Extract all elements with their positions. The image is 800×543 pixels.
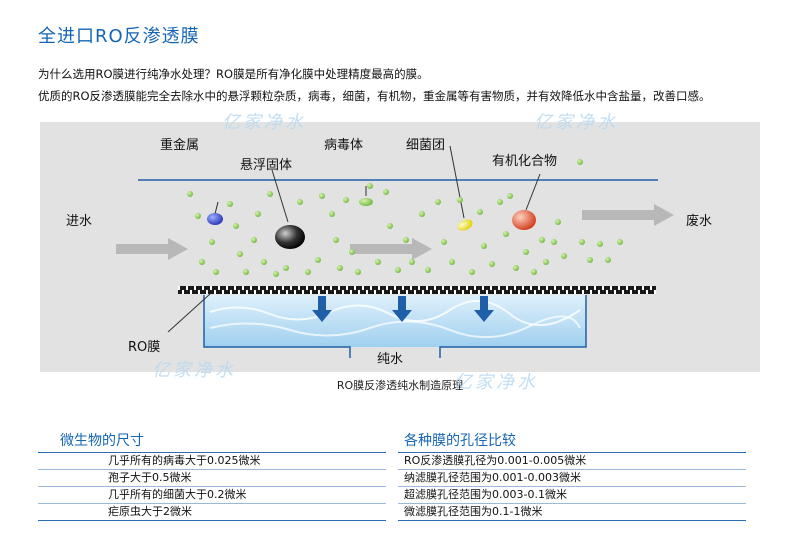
inlet-flow-arrow [116, 238, 188, 260]
permeate-arrows [312, 296, 494, 322]
intro-line-1: 为什么选用RO膜进行纯净水处理？RO膜是所有净化膜中处理精度最高的膜。 [38, 67, 429, 81]
table-row: 疟原虫大于2微米 [38, 504, 386, 521]
ro-diagram-graphic [116, 145, 674, 358]
table-row: RO反渗透膜孔径为0.001-0.005微米 [398, 453, 746, 470]
microbe-size-heading: 微生物的尺寸 [60, 433, 144, 449]
label-bacteria: 细菌团 [406, 138, 446, 153]
pore-size-heading: 各种膜的孔径比较 [404, 433, 516, 449]
intro-line-2: 优质的RO反渗透膜能完全去除水中的悬浮颗粒杂质，病毒，细菌，有机物，重金属等有害… [38, 89, 711, 103]
virus-particle [359, 198, 373, 206]
bacteria-particle [457, 219, 473, 231]
table-row: 纳滤膜孔径范围为0.001-0.003微米 [398, 470, 746, 487]
diagram-caption: RO膜反渗透纯水制造原理 [336, 379, 464, 392]
label-suspended-solid: 悬浮固体 [240, 158, 293, 173]
table-row: 几乎所有的细菌大于0.2微米 [38, 487, 386, 504]
page-title: 全进口RO反渗透膜 [38, 26, 200, 47]
small-molecules [187, 159, 623, 277]
watermark: 亿家净水 [534, 112, 618, 133]
table-row: 孢子大于0.5微米 [38, 470, 386, 487]
label-virus: 病毒体 [324, 138, 364, 153]
label-heavy-metal: 重金属 [160, 138, 200, 153]
suspended-solid-particle [275, 225, 305, 249]
watermark: 亿家净水 [222, 112, 306, 133]
organic-compound-particle [512, 210, 536, 230]
label-ro-membrane: RO膜 [128, 340, 161, 355]
table-row: 几乎所有的病毒大于0.025微米 [38, 453, 386, 470]
mid-flow-arrow [350, 238, 432, 260]
watermark: 亿家净水 [152, 360, 236, 381]
ro-diagram: 重金属 悬浮固体 病毒体 细菌团 有机化合物 进水 废水 RO膜 纯水 [40, 122, 760, 372]
label-organic-compound: 有机化合物 [492, 154, 558, 169]
watermark: 亿家净水 [454, 372, 538, 393]
pore-size-table: RO反渗透膜孔径为0.001-0.005微米 纳滤膜孔径范围为0.001-0.0… [398, 452, 746, 521]
heavy-metal-particle [207, 213, 223, 225]
waste-flow-arrow [582, 204, 674, 226]
table-row: 超滤膜孔径范围为0.003-0.1微米 [398, 487, 746, 504]
label-waste-water: 废水 [686, 214, 713, 229]
microbe-size-table: 几乎所有的病毒大于0.025微米 孢子大于0.5微米 几乎所有的细菌大于0.2微… [38, 452, 386, 521]
pure-water-tank [204, 295, 586, 347]
ro-membrane [178, 286, 656, 294]
label-inlet-water: 进水 [66, 214, 93, 229]
label-pure-water: 纯水 [377, 352, 404, 367]
table-row: 微滤膜孔径范围为0.1-1微米 [398, 504, 746, 521]
